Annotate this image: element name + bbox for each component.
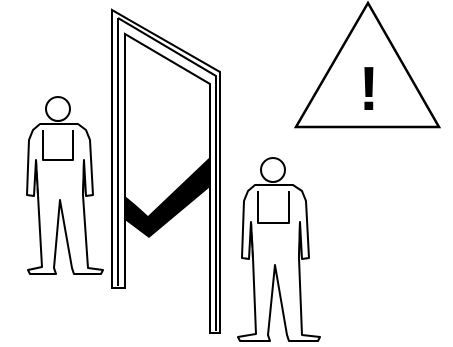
checkmark-icon <box>125 157 210 238</box>
warning-triangle-icon: ! <box>296 3 439 127</box>
worker-right-icon <box>238 158 320 341</box>
worker-left-icon <box>27 97 103 274</box>
exclamation-icon: ! <box>359 55 380 124</box>
